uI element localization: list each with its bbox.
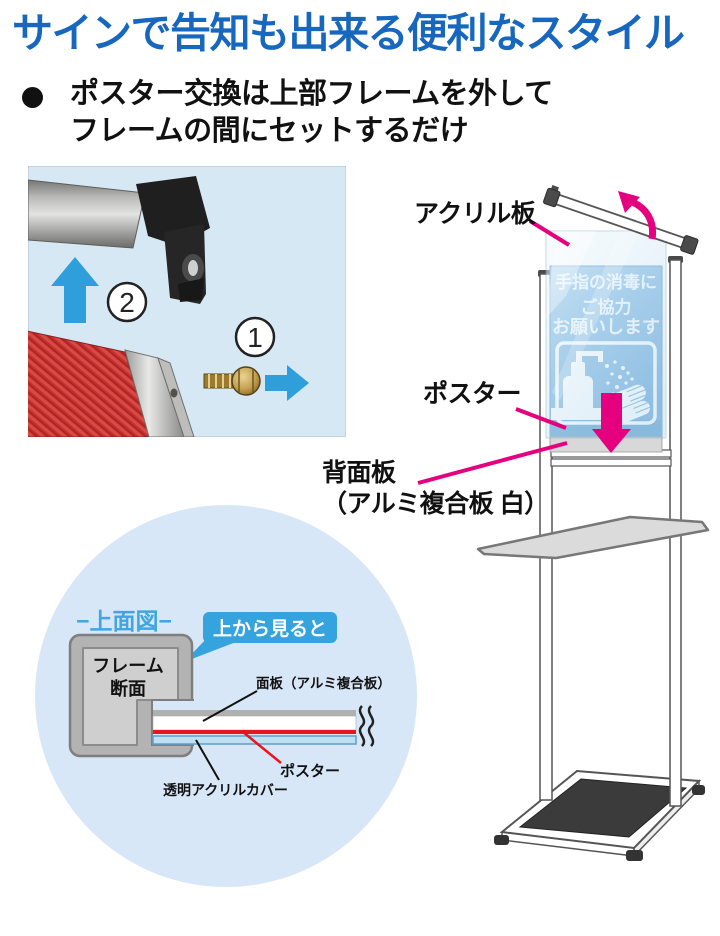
label-poster: ポスター [423, 380, 522, 408]
lower-frame-side [157, 357, 195, 437]
backboard-leader [417, 441, 568, 485]
up-arrow-icon [51, 257, 99, 323]
bullet-line-2: フレームの間にセットするだけ [70, 115, 469, 147]
diagram-title: −上面図− [76, 608, 172, 634]
right-arrow-icon [265, 365, 309, 401]
corner-joint [136, 176, 210, 304]
poster-layer [153, 730, 356, 734]
frame-section-text-1: フレーム [92, 656, 163, 676]
label-backboard-line2: （アルミ複合板 白） [322, 490, 549, 518]
label-acrylic: アクリル板 [414, 200, 536, 228]
stand-base [494, 769, 705, 861]
poster-layer-label: ポスター [280, 762, 340, 780]
cover-leader [195, 739, 220, 781]
bullet-icon [22, 87, 43, 108]
break-mark [358, 705, 366, 747]
page-title: サインで告知も出来る便利なスタイル [12, 10, 685, 56]
shelf-tray [476, 515, 710, 560]
rotate-arrow-icon [618, 191, 657, 240]
cover-label: 透明アクリルカバー [163, 782, 288, 798]
lower-frame-bar [124, 349, 185, 437]
insert-arrow-icon [592, 393, 631, 453]
step-2-badge: 2 [106, 281, 148, 323]
bullet-text: ポスター交換は上部フレームを外して フレームの間にセットするだけ [70, 76, 590, 150]
upper-frame-bar [28, 179, 146, 249]
faceplate-label: 面板（アルミ複合板） [256, 675, 391, 691]
sign-stand-illustration: 手指の消毒に ご協力 お願いします [417, 185, 710, 861]
break-mark-2 [367, 705, 375, 747]
svg-text:1: 1 [247, 322, 263, 353]
label-backboard-line1: 背面板 [322, 459, 396, 487]
step-1-badge: 1 [234, 316, 276, 358]
view-from-above-bubble: 上から見ると [184, 612, 337, 662]
screw-hole [170, 388, 178, 398]
poster-leader [515, 407, 567, 430]
faceplate-layer [152, 715, 357, 731]
label-backboard: 背面板 （アルミ複合板 白） [322, 458, 549, 520]
crossbar-lower [550, 458, 672, 467]
faceplate-leader [202, 690, 258, 722]
svg-text:2: 2 [119, 287, 135, 318]
acrylic-leader [528, 219, 571, 247]
faceplate-edge [153, 710, 356, 716]
poster-panel: 手指の消毒に ご協力 お願いします [545, 230, 667, 453]
diagram-circle-background [35, 505, 417, 887]
label-leader-lines [417, 219, 571, 485]
base-mat [518, 778, 688, 838]
top-view-diagram: −上面図− 上から見ると フレーム 断面 面板（アルミ複合板） [35, 505, 417, 887]
bubble-text: 上から見ると [213, 618, 327, 640]
bullet-line-1: ポスター交換は上部フレームを外して [70, 78, 553, 110]
frame-section-text-2: 断面 [110, 678, 146, 699]
thumbscrew [203, 366, 261, 396]
poster-layer-leader [242, 731, 282, 764]
layer-stack [152, 705, 375, 747]
poster-fabric [28, 330, 151, 437]
frame-corner-photo: 2 1 [28, 166, 346, 437]
acrylic-sheet [545, 230, 667, 439]
